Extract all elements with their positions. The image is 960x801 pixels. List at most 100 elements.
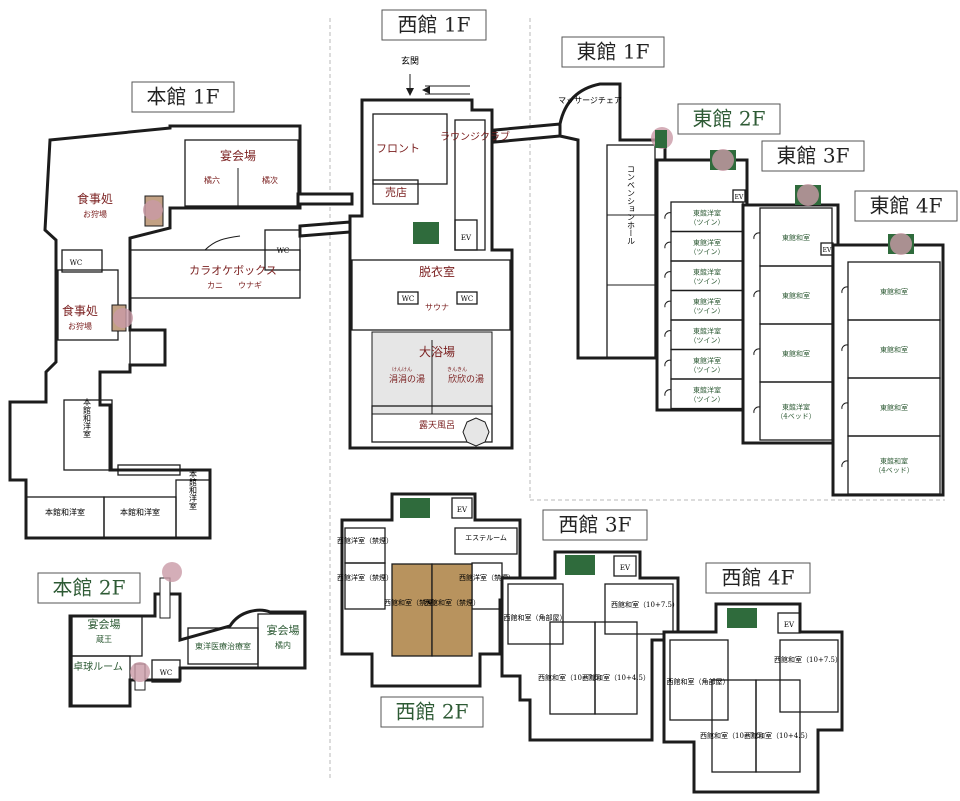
- unagi-label: ウナギ: [238, 281, 262, 290]
- nishikan-3f-outline: [500, 550, 680, 742]
- entrance-label: 玄関: [401, 55, 419, 67]
- wc-1-label: WC: [402, 295, 415, 303]
- guest-room-label: 東館洋室: [693, 297, 721, 306]
- corridor-2: [298, 220, 352, 238]
- banquet-2f-label: 宴会場: [88, 617, 121, 631]
- door-swing: [664, 212, 672, 219]
- front-desk[interactable]: [372, 113, 448, 185]
- stairs: [400, 498, 430, 518]
- wc-box-2: [456, 291, 478, 305]
- location-marker: [130, 662, 150, 682]
- guest-room-label: （4ベッド）: [874, 467, 913, 475]
- stone: [462, 417, 490, 447]
- storage: [129, 329, 166, 366]
- west-wa-room-1[interactable]: [391, 563, 433, 657]
- rotenburo[interactable]: [371, 405, 493, 443]
- guest-room[interactable]: [847, 435, 941, 495]
- location-marker: [712, 149, 734, 171]
- honkan-wayo-room-v2[interactable]: [175, 479, 211, 539]
- higashikan-4f-outline: [831, 243, 945, 497]
- room-10-4-5[interactable]: [755, 679, 801, 773]
- room-2-label: 西館和室（10+7.5）: [700, 731, 768, 740]
- ev-label: EV: [457, 506, 468, 514]
- guest-room-label: （ツイン）: [690, 395, 725, 403]
- honkan-wayo-room-v[interactable]: [63, 399, 113, 471]
- dining-1-label: 食事処: [77, 191, 113, 206]
- higashikan-1f-outline: [558, 82, 667, 360]
- title-nishikan-2f: 西館 2F: [380, 696, 484, 728]
- honkan-wayo-v2-label: 本館和洋室: [189, 469, 198, 510]
- title-higashikan-4f-text: 東館 4F: [870, 194, 943, 218]
- banquet-2f-b[interactable]: [257, 613, 305, 669]
- massage-room-label: 東洋医療治療室: [195, 641, 251, 651]
- nishikan-ev-label: EV: [461, 234, 472, 242]
- honkan-1f: 宴会場 橘六 橘次 食事処 お狩場 WC WC カラオケボックス カニ ウナギ …: [8, 124, 302, 540]
- room-10-4-5[interactable]: [594, 621, 638, 715]
- karaoke-room[interactable]: [129, 249, 301, 299]
- karaoke-label: カラオケボックス: [189, 264, 277, 277]
- dressing-room[interactable]: [351, 259, 511, 331]
- title-higashikan-1f: 東館 1F: [561, 36, 665, 68]
- esthe-room[interactable]: [454, 527, 518, 555]
- guest-room-label: 東館洋室: [693, 238, 721, 247]
- convention-hall[interactable]: [606, 144, 656, 359]
- corridor-1: [296, 192, 354, 206]
- corner-room[interactable]: [507, 583, 564, 645]
- shop[interactable]: [372, 179, 419, 205]
- billiards-room[interactable]: [71, 655, 131, 707]
- bath-right-label: 欣欣の湯: [448, 373, 484, 385]
- door-swing: [664, 271, 672, 278]
- title-nishikan-3f: 西館 3F: [542, 509, 648, 541]
- title-higashikan-4f: 東館 4F: [854, 190, 958, 222]
- title-higashikan-2f-text: 東館 2F: [693, 107, 766, 131]
- door-swing: [664, 330, 672, 337]
- wc-2-label: WC: [461, 295, 474, 303]
- guest-room-label: 東館洋室: [693, 326, 721, 335]
- title-nishikan-1f: 西館 1F: [381, 9, 487, 41]
- west-yo-2-label: 西館洋室（禁煙）: [337, 573, 393, 582]
- bath-right-ruby: きんきん: [447, 366, 467, 373]
- ev-box: [451, 497, 473, 519]
- banquet-room[interactable]: [184, 139, 299, 207]
- zao-label: 蔵王: [96, 634, 112, 644]
- nishikan-stairs: [413, 222, 439, 244]
- room-3-label: 西館和室（10+4.5）: [744, 731, 812, 740]
- room-10-7-5-a[interactable]: [779, 639, 839, 713]
- bath-left-ruby: けんけん: [392, 367, 412, 373]
- dining-1-sub-label: お狩場: [83, 209, 107, 219]
- shop-label: 売店: [385, 185, 407, 199]
- guest-room-label: 東館洋室: [782, 403, 810, 412]
- west-yo-room-2[interactable]: [344, 562, 386, 610]
- room-10-7-5-a[interactable]: [604, 583, 674, 635]
- guest-room-label: （ツイン）: [690, 248, 725, 256]
- title-higashikan-1f-text: 東館 1F: [577, 40, 650, 64]
- bath-left-label: 涓涓の湯: [389, 374, 425, 385]
- guest-room-label: 東館和室: [782, 349, 810, 358]
- door-swing: [664, 300, 672, 308]
- honkan-1f-outline: [8, 124, 302, 540]
- guest-room-label: （ツイン）: [690, 336, 725, 344]
- nishikan-4f-outline: [662, 602, 844, 794]
- corner-room-label: 西館和室（角部屋）: [504, 613, 567, 622]
- west-yo-1-label: 西館洋室（禁煙）: [337, 536, 393, 545]
- guest-room-label: 東館和室: [880, 345, 908, 354]
- nishikan-1f: 玄関 フロント 売店 ラウンジクラブ EV 脱衣室 WC WC サウナ 大浴場 …: [348, 55, 514, 450]
- door-swing: [841, 402, 849, 410]
- stairs: [565, 555, 595, 575]
- wc-room: [61, 249, 103, 273]
- title-higashikan-3f-text: 東館 3F: [777, 144, 850, 168]
- banquet-2f-b-label: 宴会場: [267, 623, 300, 637]
- honkan-2f: 宴会場 蔵王 卓球ルーム WC 東洋医療治療室 宴会場 橘内: [68, 562, 307, 708]
- tachibana-roku-label: 橘六: [204, 175, 220, 185]
- title-higashikan-3f: 東館 3F: [761, 140, 865, 172]
- location-marker: [797, 184, 819, 206]
- door-swing: [753, 348, 761, 356]
- guest-room-label: （4ベッド）: [776, 413, 815, 421]
- west-wa-room-2[interactable]: [431, 563, 473, 657]
- esthe-label: エステルーム: [465, 534, 507, 542]
- ev-label: EV: [823, 247, 832, 254]
- counter: [117, 464, 181, 476]
- banquet-label: 宴会場: [220, 148, 256, 163]
- billiards-label: 卓球ルーム: [73, 660, 123, 673]
- dressing-label: 脱衣室: [419, 264, 455, 279]
